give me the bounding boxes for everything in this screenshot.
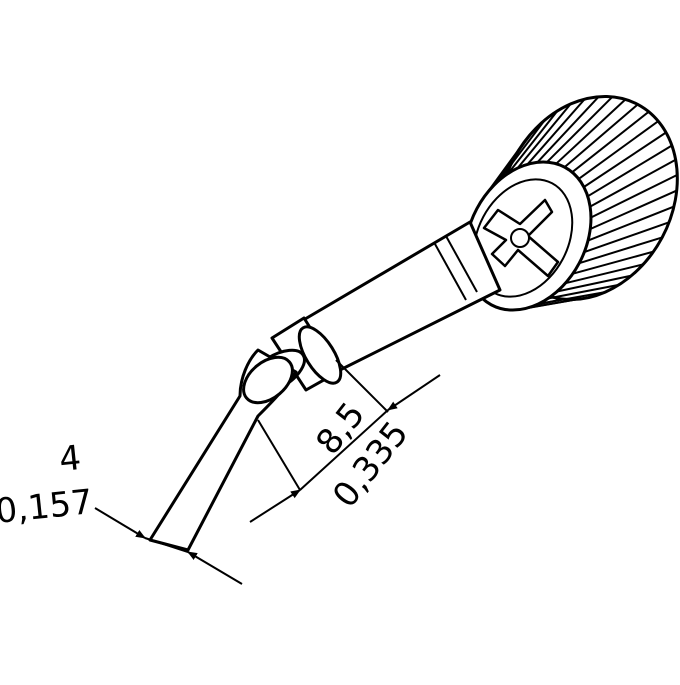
knurl-ridge <box>571 110 650 173</box>
tip-width-imperial: 0,157 <box>0 482 95 532</box>
knurl-ridge <box>563 103 639 168</box>
knurl-ridge <box>507 110 558 175</box>
knurl-ridge <box>516 103 572 169</box>
knurl-ridge <box>536 96 600 163</box>
tip-width-metric: 4 <box>57 438 83 480</box>
knurl-ridge <box>589 189 678 230</box>
knurl-ridge <box>498 119 546 182</box>
knurl-ridge <box>572 250 654 275</box>
knurl-ridge <box>590 174 678 219</box>
knurl-ridge <box>547 283 619 300</box>
knurl-ridge <box>489 131 534 190</box>
knurl-ridge <box>589 158 677 208</box>
knurl-ridge <box>583 131 667 188</box>
bent-tip <box>148 348 298 552</box>
knurl-ridge <box>546 96 614 163</box>
knurl-ridge <box>587 144 673 198</box>
knurled-knob <box>463 94 679 312</box>
knurl-ridge <box>578 236 663 265</box>
knurl-ridge <box>583 221 670 254</box>
shaft-diameter-dimension <box>249 359 441 523</box>
knurl-ridge <box>526 98 586 165</box>
knurl-ridge <box>556 274 632 293</box>
knurl-ridge <box>565 263 644 285</box>
knurl-ridge <box>578 120 659 180</box>
knurl-ridge <box>555 98 627 165</box>
knurl-ridge <box>587 205 675 242</box>
tip-width-dimension <box>94 507 243 585</box>
